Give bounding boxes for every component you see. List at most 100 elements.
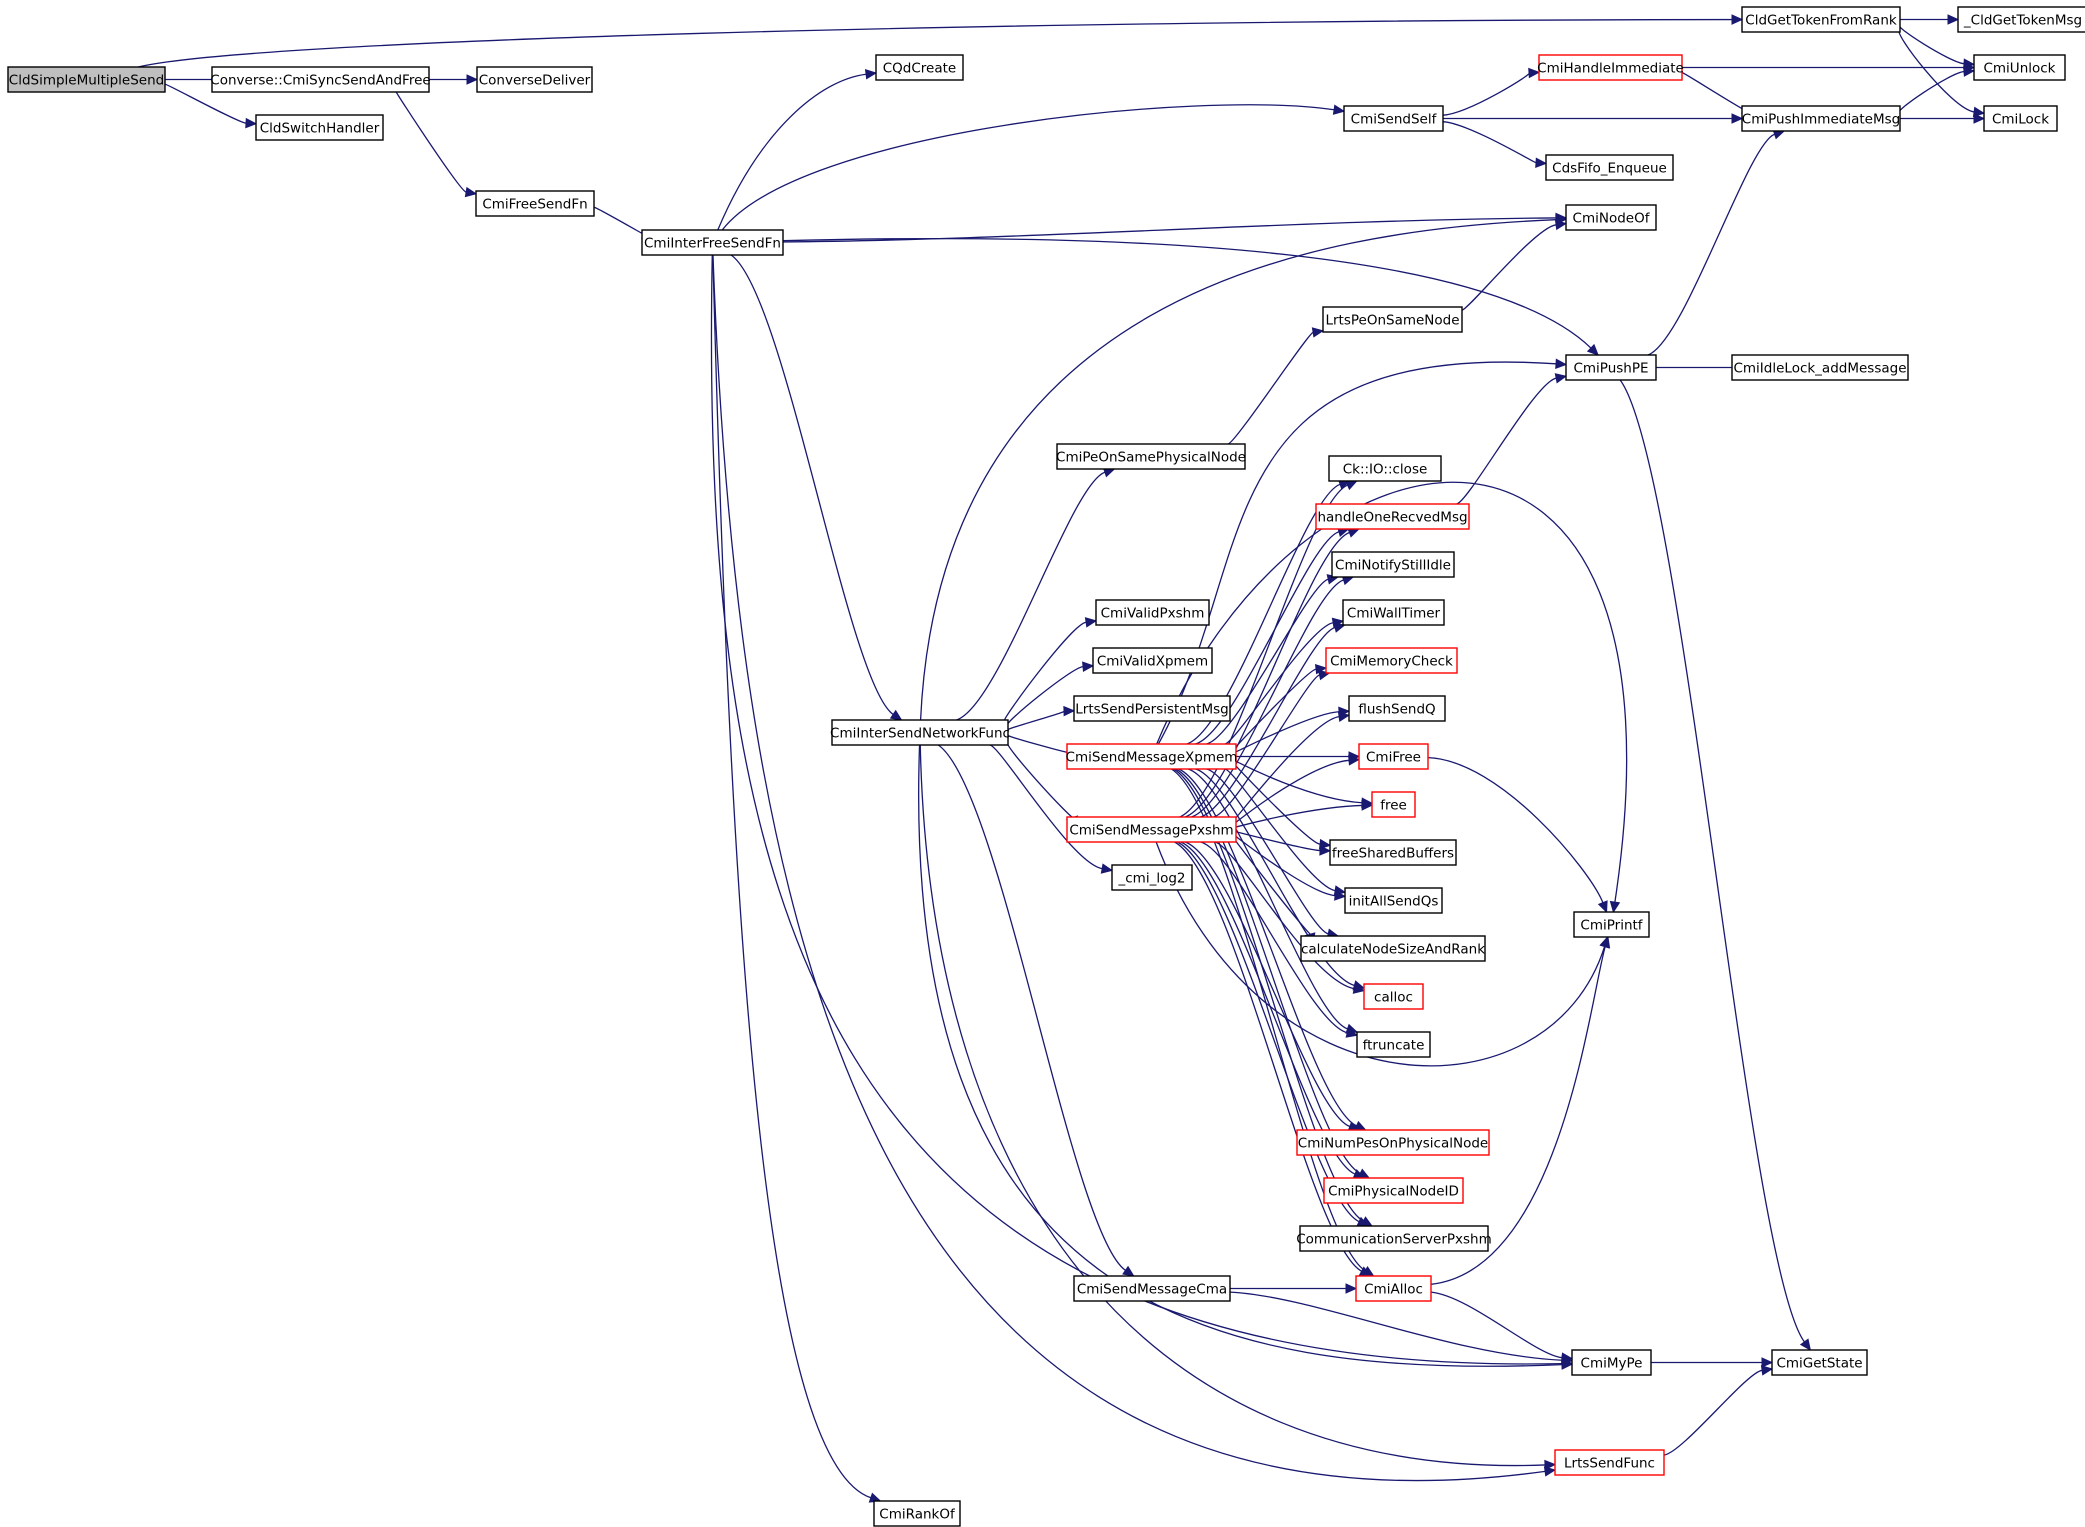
edge-arrowhead bbox=[1345, 1027, 1359, 1038]
edge-samenode-to-nodeof bbox=[1461, 219, 1568, 311]
node-lrtssend[interactable]: LrtsSendFunc bbox=[1554, 1449, 1665, 1476]
node-label: CmiPushImmediateMsg bbox=[1742, 112, 1900, 128]
node-box bbox=[476, 66, 593, 93]
node-root[interactable]: CldSimpleMultipleSend bbox=[7, 66, 166, 93]
edge-line bbox=[730, 254, 894, 715]
node-freeshared[interactable]: freeSharedBuffers bbox=[1329, 839, 1457, 866]
edge-layer bbox=[138, 14, 1986, 1503]
node-mype[interactable]: CmiMyPe bbox=[1571, 1349, 1652, 1376]
node-sendself[interactable]: CmiSendSelf bbox=[1343, 105, 1444, 132]
node-pushpe[interactable]: CmiPushPE bbox=[1565, 354, 1657, 381]
node-label: LrtsSendFunc bbox=[1564, 1456, 1655, 1472]
node-cldswitch[interactable]: CldSwitchHandler bbox=[255, 114, 384, 141]
node-label: calculateNodeSizeAndRank bbox=[1301, 942, 1485, 958]
node-validxpmem[interactable]: CmiValidXpmem bbox=[1092, 647, 1213, 674]
node-sendxpmem[interactable]: CmiSendMessageXpmem bbox=[1066, 743, 1238, 770]
edge-arrowhead bbox=[1344, 480, 1358, 491]
node-label: CldSwitchHandler bbox=[260, 121, 380, 137]
edge-arrowhead bbox=[1084, 617, 1098, 628]
edge-alloc-to-mype bbox=[1430, 1291, 1574, 1363]
node-physid[interactable]: CmiPhysicalNodeID bbox=[1323, 1177, 1464, 1204]
node-syncsend[interactable]: Converse::CmiSyncSendAndFree bbox=[210, 66, 431, 93]
node-label: CmiPushPE bbox=[1573, 361, 1648, 377]
node-notify[interactable]: CmiNotifyStillIdle bbox=[1331, 551, 1455, 578]
node-calcnode[interactable]: calculateNodeSizeAndRank bbox=[1300, 935, 1486, 962]
node-interfree[interactable]: CmiInterFreeSendFn bbox=[641, 229, 784, 256]
node-freesendfn[interactable]: CmiFreeSendFn bbox=[475, 190, 595, 217]
edge-line bbox=[1235, 840, 1315, 939]
edge-arrowhead bbox=[889, 709, 903, 721]
edge-line bbox=[1235, 831, 1321, 852]
node-walltimer[interactable]: CmiWallTimer bbox=[1342, 599, 1445, 626]
node-persistent[interactable]: LrtsSendPersistentMsg bbox=[1073, 695, 1231, 722]
edge-line bbox=[1213, 674, 1320, 818]
node-cqdcreate[interactable]: CQdCreate bbox=[875, 54, 964, 81]
node-commserver[interactable]: CommunicationServerPxshm bbox=[1296, 1225, 1492, 1252]
node-numpes[interactable]: CmiNumPesOnPhysicalNode bbox=[1296, 1129, 1490, 1156]
node-lock[interactable]: CmiLock bbox=[1983, 105, 2058, 132]
node-box bbox=[1323, 1177, 1464, 1204]
node-flushsendq[interactable]: flushSendQ bbox=[1348, 695, 1446, 722]
edge-arrowhead bbox=[1555, 214, 1568, 225]
edge-line bbox=[1430, 1291, 1563, 1359]
edge-arrowhead bbox=[1760, 1365, 1774, 1376]
edge-interfree-to-rankof bbox=[712, 254, 882, 1503]
node-gettoken[interactable]: CldGetTokenFromRank bbox=[1741, 6, 1901, 33]
edge-gettoken-to-lock bbox=[1898, 30, 1986, 118]
edge-arrowhead bbox=[245, 117, 258, 129]
node-box bbox=[1571, 1349, 1652, 1376]
node-unlock[interactable]: CmiUnlock bbox=[1973, 54, 2066, 81]
node-nodeof[interactable]: CmiNodeOf bbox=[1565, 204, 1657, 231]
edge-pushpe-to-getstate bbox=[1619, 379, 1812, 1351]
node-rankof[interactable]: CmiRankOf bbox=[873, 1500, 961, 1527]
node-idlelock[interactable]: CmiIdleLock_addMessage bbox=[1731, 354, 1909, 381]
node-box bbox=[1538, 54, 1683, 81]
edge-line bbox=[1461, 224, 1557, 311]
node-samephys[interactable]: CmiPeOnSamePhysicalNode bbox=[1056, 443, 1246, 470]
node-pushimm[interactable]: CmiPushImmediateMsg bbox=[1741, 105, 1901, 132]
node-validpxshm[interactable]: CmiValidPxshm bbox=[1095, 599, 1210, 626]
edge-arrowhead bbox=[1333, 622, 1346, 633]
node-_gettoken[interactable]: _CldGetTokenMsg bbox=[1957, 6, 2085, 33]
node-memcheck[interactable]: CmiMemoryCheck bbox=[1325, 647, 1458, 674]
node-sendcma[interactable]: CmiSendMessageCma bbox=[1073, 1275, 1231, 1302]
node-box bbox=[1363, 983, 1424, 1010]
edge-arrowhead bbox=[1973, 113, 1986, 124]
edge-line bbox=[164, 83, 247, 124]
node-cdsfifo[interactable]: CdsFifo_Enqueue bbox=[1545, 154, 1674, 181]
edge-pushimm-to-lock bbox=[1898, 113, 1986, 124]
node-box bbox=[1731, 354, 1909, 381]
edge-internet-to-validpxshm bbox=[1004, 617, 1098, 721]
node-alloc[interactable]: CmiAlloc bbox=[1355, 1275, 1432, 1302]
node-log2[interactable]: _cmi_log2 bbox=[1111, 864, 1193, 891]
node-samenode[interactable]: LrtsPeOnSameNode bbox=[1322, 306, 1463, 333]
node-handleimm[interactable]: CmiHandleImmediate bbox=[1537, 54, 1684, 81]
node-box bbox=[1741, 105, 1901, 132]
node-internet[interactable]: CmiInterSendNetworkFunc bbox=[830, 719, 1010, 746]
node-ioclose[interactable]: Ck::IO::close bbox=[1328, 455, 1442, 482]
edge-line bbox=[1191, 579, 1344, 818]
node-printf[interactable]: CmiPrintf bbox=[1573, 911, 1650, 938]
node-sendpxshm[interactable]: CmiSendMessagePxshm bbox=[1066, 816, 1237, 843]
node-label: Converse::CmiSyncSendAndFree bbox=[210, 73, 430, 89]
edge-internet-to-samephys bbox=[956, 467, 1116, 721]
node-label: CmiValidPxshm bbox=[1101, 606, 1205, 622]
node-convdeliver[interactable]: ConverseDeliver bbox=[476, 66, 593, 93]
node-calloc[interactable]: calloc bbox=[1363, 983, 1424, 1010]
node-label: _cmi_log2 bbox=[1118, 871, 1186, 887]
node-getstate[interactable]: CmiGetState bbox=[1771, 1349, 1868, 1376]
edge-interfree-to-cqdcreate bbox=[717, 69, 878, 231]
node-initall[interactable]: initAllSendQs bbox=[1344, 887, 1443, 914]
node-handleone[interactable]: handleOneRecvedMsg bbox=[1315, 503, 1470, 530]
node-box bbox=[1325, 647, 1458, 674]
node-label: CmiGetState bbox=[1776, 1356, 1862, 1372]
edge-arrowhead bbox=[1731, 14, 1744, 25]
node-box bbox=[1066, 816, 1237, 843]
node-cmifree[interactable]: CmiFree bbox=[1358, 743, 1429, 770]
node-label: CmiPeOnSamePhysicalNode bbox=[1056, 450, 1246, 466]
node-label: CmiSendSelf bbox=[1351, 112, 1438, 128]
node-free[interactable]: free bbox=[1371, 791, 1416, 818]
edge-line bbox=[1647, 133, 1775, 356]
edge-line bbox=[1214, 841, 1355, 990]
node-ftruncate[interactable]: ftruncate bbox=[1356, 1031, 1431, 1058]
